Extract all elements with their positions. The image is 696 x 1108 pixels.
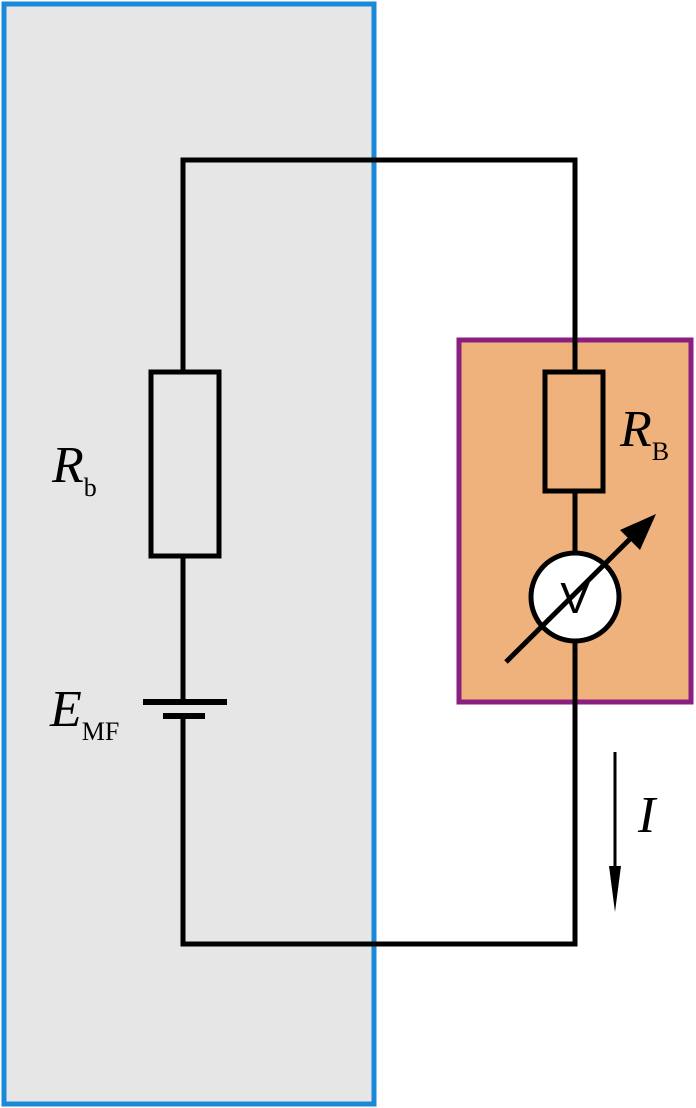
variable-arrow-icon (504, 531, 638, 664)
meter-resistance-label: RB (619, 401, 669, 466)
current-arrow (609, 752, 621, 912)
variable-arrow-head (620, 514, 656, 550)
emf-label: EMF (49, 681, 119, 746)
battery-symbol (143, 699, 227, 719)
internal-resistance-label: Rb (51, 437, 97, 502)
current-label: I (637, 787, 658, 844)
voltmeter: V (504, 514, 656, 664)
meter-resistor (542, 369, 606, 494)
internal-resistor (148, 369, 222, 559)
circuit-wires (180, 157, 578, 947)
current-arrow-head (609, 866, 621, 912)
